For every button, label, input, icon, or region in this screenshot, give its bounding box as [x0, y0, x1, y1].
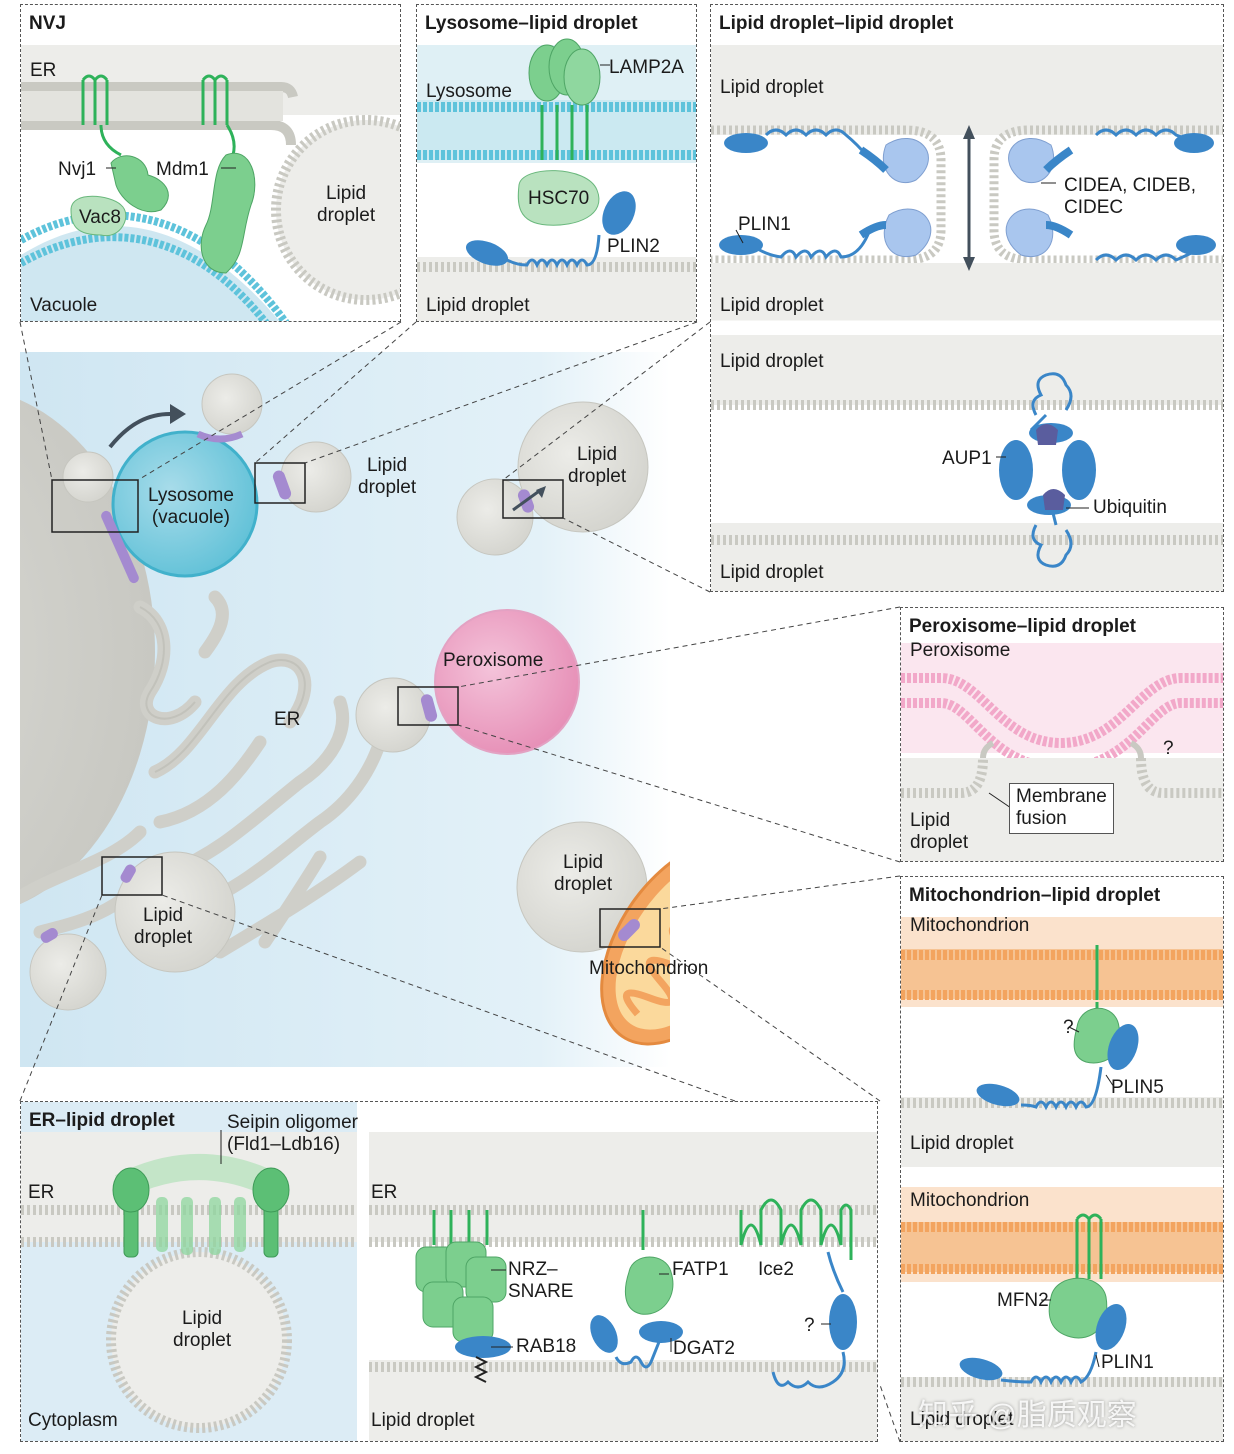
lyso-lysosome-label: Lysosome: [426, 81, 512, 102]
aup1-protein: [999, 440, 1033, 500]
membrane-fusion-label: Membrane fusion: [1009, 783, 1114, 834]
panel-nvj: NVJ ER Nvj1 Mdm1 Vac8 Lipid droplet Vacu…: [20, 4, 401, 322]
hsc70-protein: [517, 170, 600, 226]
watermark: 知乎 @脂质观察: [918, 1399, 1137, 1432]
nvj-lipid-droplet-label: Lipid droplet: [317, 183, 376, 227]
cide-label: CIDEA, CIDEB, CIDEC: [1064, 175, 1196, 219]
lyso-title: Lysosome–lipid droplet: [425, 13, 638, 34]
plin2-label: PLIN2: [607, 236, 660, 257]
dgat2-protein: [639, 1321, 683, 1343]
perox-ld-label: Lipid droplet: [910, 810, 969, 854]
perox-question: ?: [1163, 738, 1174, 759]
er-ld-question: ?: [804, 1315, 815, 1336]
er-ld-droplet: [106, 1247, 292, 1433]
perox-title: Peroxisome–lipid droplet: [909, 616, 1136, 637]
mito-ld1-label: Lipid droplet: [910, 1133, 1014, 1154]
center-peroxisome-label: Peroxisome: [443, 650, 544, 671]
panel-er-ld: ER–lipid droplet Seipin oligomer (Fld1–L…: [20, 1101, 878, 1442]
center-ld1-label: Lipid droplet: [358, 455, 417, 499]
panel-ld-ld: Lipid droplet–lipid droplet Lipid drople…: [710, 4, 1224, 592]
center-ld2-label: Lipid droplet: [568, 444, 627, 488]
ldld-mid2-label: Lipid droplet: [720, 351, 824, 372]
hsc70-label: HSC70: [528, 188, 590, 209]
nrz-snare-complex: [415, 1241, 507, 1343]
plin1-label-top: PLIN1: [738, 214, 791, 235]
plin1-protein: [1095, 1303, 1127, 1351]
plin5-protein: [1107, 1023, 1139, 1071]
vacuole-label: Vacuole: [30, 295, 98, 316]
aup1-label: AUP1: [942, 448, 992, 469]
mito-ld2-label: Lipid droplet: [910, 1409, 1014, 1430]
cide-protein-right: [1005, 138, 1055, 257]
nrz-snare-label: NRZ– SNARE: [508, 1259, 574, 1303]
er-ld-er-right: ER: [371, 1182, 398, 1203]
mfn2-label: MFN2: [997, 1290, 1049, 1311]
lyso-ld-label: Lipid droplet: [426, 295, 530, 316]
panel-lysosome-ld: Lysosome–lipid droplet Lysosome LAMP2A H…: [416, 4, 697, 322]
fatp1-protein: [624, 1256, 674, 1315]
ldld-bottom-label: Lipid droplet: [720, 562, 824, 583]
ubiquitin-label: Ubiquitin: [1093, 497, 1167, 518]
ice2-blue-protein: [829, 1294, 857, 1350]
ldld-mid1-label: Lipid droplet: [720, 295, 824, 316]
plin1-label-mito: PLIN1: [1101, 1352, 1154, 1373]
mdm1-label: Mdm1: [156, 159, 209, 180]
dgat2-label: DGAT2: [673, 1338, 735, 1359]
center-ld-fuse-small: [456, 478, 534, 556]
lamp2a-label: LAMP2A: [609, 57, 684, 78]
center-ld-lyso: [280, 441, 352, 513]
vac8-protein: [70, 195, 127, 237]
ldld-top-label: Lipid droplet: [720, 77, 824, 98]
center-ld4-label: Lipid droplet: [134, 905, 193, 949]
cell-overview: Lysosome (vacuole) Lipid droplet Lipid d…: [20, 352, 708, 1067]
seipin-oligomer: [112, 1167, 290, 1258]
center-ld-top: [201, 373, 263, 435]
er-ld-right-ld-label: Lipid droplet: [371, 1410, 475, 1431]
cide-protein-left: [882, 138, 932, 257]
perox-peroxisome-label: Peroxisome: [910, 640, 1011, 661]
er-ld-title: ER–lipid droplet: [29, 1110, 175, 1131]
center-ld3-label: Lipid droplet: [554, 852, 613, 896]
panel-mito-ld: Mitochondrion–lipid droplet Mitochondrio…: [900, 876, 1224, 1442]
mdm1-protein: [200, 152, 256, 274]
panel-peroxisome-ld: Peroxisome–lipid droplet Peroxisome ? Me…: [900, 607, 1224, 862]
seipin-label: Seipin oligomer (Fld1–Ldb16): [227, 1112, 358, 1156]
er-ld-droplet-label: Lipid droplet: [173, 1308, 232, 1352]
fatp1-label: FATP1: [672, 1259, 729, 1280]
plin5-label: PLIN5: [1111, 1077, 1164, 1098]
center-ld-perox: [355, 677, 431, 753]
center-peroxisome: [434, 609, 580, 755]
center-mitochondrion-label: Mitochondrion: [589, 958, 709, 979]
nvj-title: NVJ: [29, 13, 66, 34]
cytoplasm-label: Cytoplasm: [28, 1410, 118, 1431]
mito-title: Mitochondrion–lipid droplet: [909, 885, 1161, 906]
mito1-label: Mitochondrion: [910, 915, 1030, 936]
ubiquitin-protein: [1036, 424, 1058, 445]
er-ld-er-left: ER: [28, 1182, 55, 1203]
mito-question: ?: [1063, 1017, 1074, 1038]
center-er-label: ER: [274, 709, 301, 730]
mito2-label: Mitochondrion: [910, 1190, 1030, 1211]
nvj-er-label: ER: [30, 60, 57, 81]
ldld-title: Lipid droplet–lipid droplet: [719, 13, 954, 34]
nvj1-protein: [110, 155, 169, 213]
rab18-protein: [455, 1336, 511, 1358]
ice2-label: Ice2: [758, 1259, 794, 1280]
lamp2a-protein: [528, 38, 601, 106]
plin2-protein: [602, 191, 636, 235]
center-lysosome-label: Lysosome (vacuole): [148, 485, 234, 529]
vac8-label: Vac8: [79, 207, 121, 228]
rab18-label: RAB18: [516, 1336, 577, 1357]
nvj1-label: Nvj1: [58, 159, 97, 180]
